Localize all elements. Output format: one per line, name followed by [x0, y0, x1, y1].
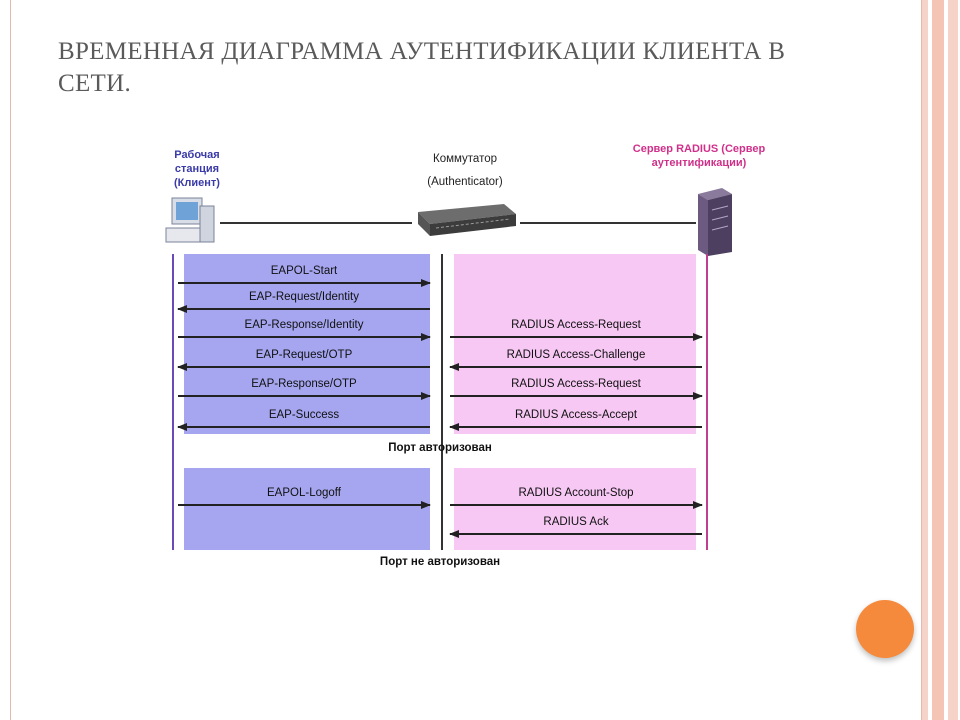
arrowhead [177, 305, 187, 313]
switch-icon [418, 204, 516, 236]
switch-lifeline [441, 254, 443, 550]
sequence-diagram: Рабочая станция (Клиент) Коммутатор (Aut… [160, 138, 780, 578]
switch-name: Коммутатор [433, 153, 497, 165]
message-arrow-line [178, 308, 430, 310]
message-arrow-line [178, 426, 430, 428]
arrowhead [693, 333, 703, 341]
message-arrow-line [450, 504, 702, 506]
server-lane-auth [454, 254, 696, 434]
client-lifeline [172, 254, 174, 550]
arrowhead [693, 392, 703, 400]
arrowhead [421, 501, 431, 509]
server-label: Сервер RADIUS (Сервер аутентификации) [632, 143, 766, 169]
client-label: Рабочая станция (Клиент) [174, 149, 220, 189]
switch-label: Коммутатор (Authenticator) [405, 152, 525, 189]
link-client-switch [220, 222, 412, 224]
message-label: RADIUS Ack [543, 516, 609, 528]
message-arrow-line [450, 426, 702, 428]
message-label: RADIUS Account-Stop [518, 487, 634, 499]
client-lane-logoff [184, 468, 430, 550]
status-port-unauthorized: Порт не авторизован [379, 556, 501, 568]
slide-frame [10, 0, 922, 720]
arrowhead [449, 363, 459, 371]
server-lane-logoff [454, 468, 696, 550]
switch-role: (Authenticator) [427, 176, 503, 188]
message-label: EAP-Response/Identity [244, 319, 364, 331]
decorative-stripes [920, 0, 960, 720]
message-label: EAPOL-Start [270, 265, 338, 277]
decorative-circle [856, 600, 914, 658]
message-label: RADIUS Access-Accept [514, 409, 638, 421]
message-arrow-line [450, 395, 702, 397]
message-arrow-line [450, 366, 702, 368]
message-label: RADIUS Access-Request [511, 319, 641, 331]
message-label: EAP-Request/Identity [249, 291, 359, 303]
stripe [932, 0, 944, 720]
message-arrow-line [178, 366, 430, 368]
message-arrow-line [178, 395, 430, 397]
message-arrow-line [450, 533, 702, 535]
workstation-icon [165, 197, 215, 243]
message-label: EAP-Request/OTP [255, 349, 353, 361]
arrowhead [449, 423, 459, 431]
arrowhead [421, 392, 431, 400]
stripe [922, 0, 928, 720]
arrowhead [421, 333, 431, 341]
client-lane-auth [184, 254, 430, 434]
stripe [948, 0, 958, 720]
message-label: EAP-Success [268, 409, 340, 421]
message-arrow-line [450, 336, 702, 338]
arrowhead [449, 530, 459, 538]
server-lifeline [706, 254, 708, 550]
status-port-authorized: Порт авторизован [388, 442, 492, 454]
message-arrow-line [178, 336, 430, 338]
message-label: RADIUS Access-Request [511, 378, 641, 390]
arrowhead [177, 423, 187, 431]
message-label: RADIUS Access-Challenge [506, 349, 646, 361]
link-switch-server [520, 222, 696, 224]
message-arrow-line [178, 282, 430, 284]
message-arrow-line [178, 504, 430, 506]
arrowhead [693, 501, 703, 509]
arrowhead [177, 363, 187, 371]
message-label: EAPOL-Logoff [267, 487, 341, 499]
server-icon [698, 188, 732, 256]
arrowhead [421, 279, 431, 287]
message-label: EAP-Response/OTP [251, 378, 357, 390]
slide-title: ВРЕМЕННАЯ ДИАГРАММА АУТЕНТИФИКАЦИИ КЛИЕН… [58, 38, 786, 97]
